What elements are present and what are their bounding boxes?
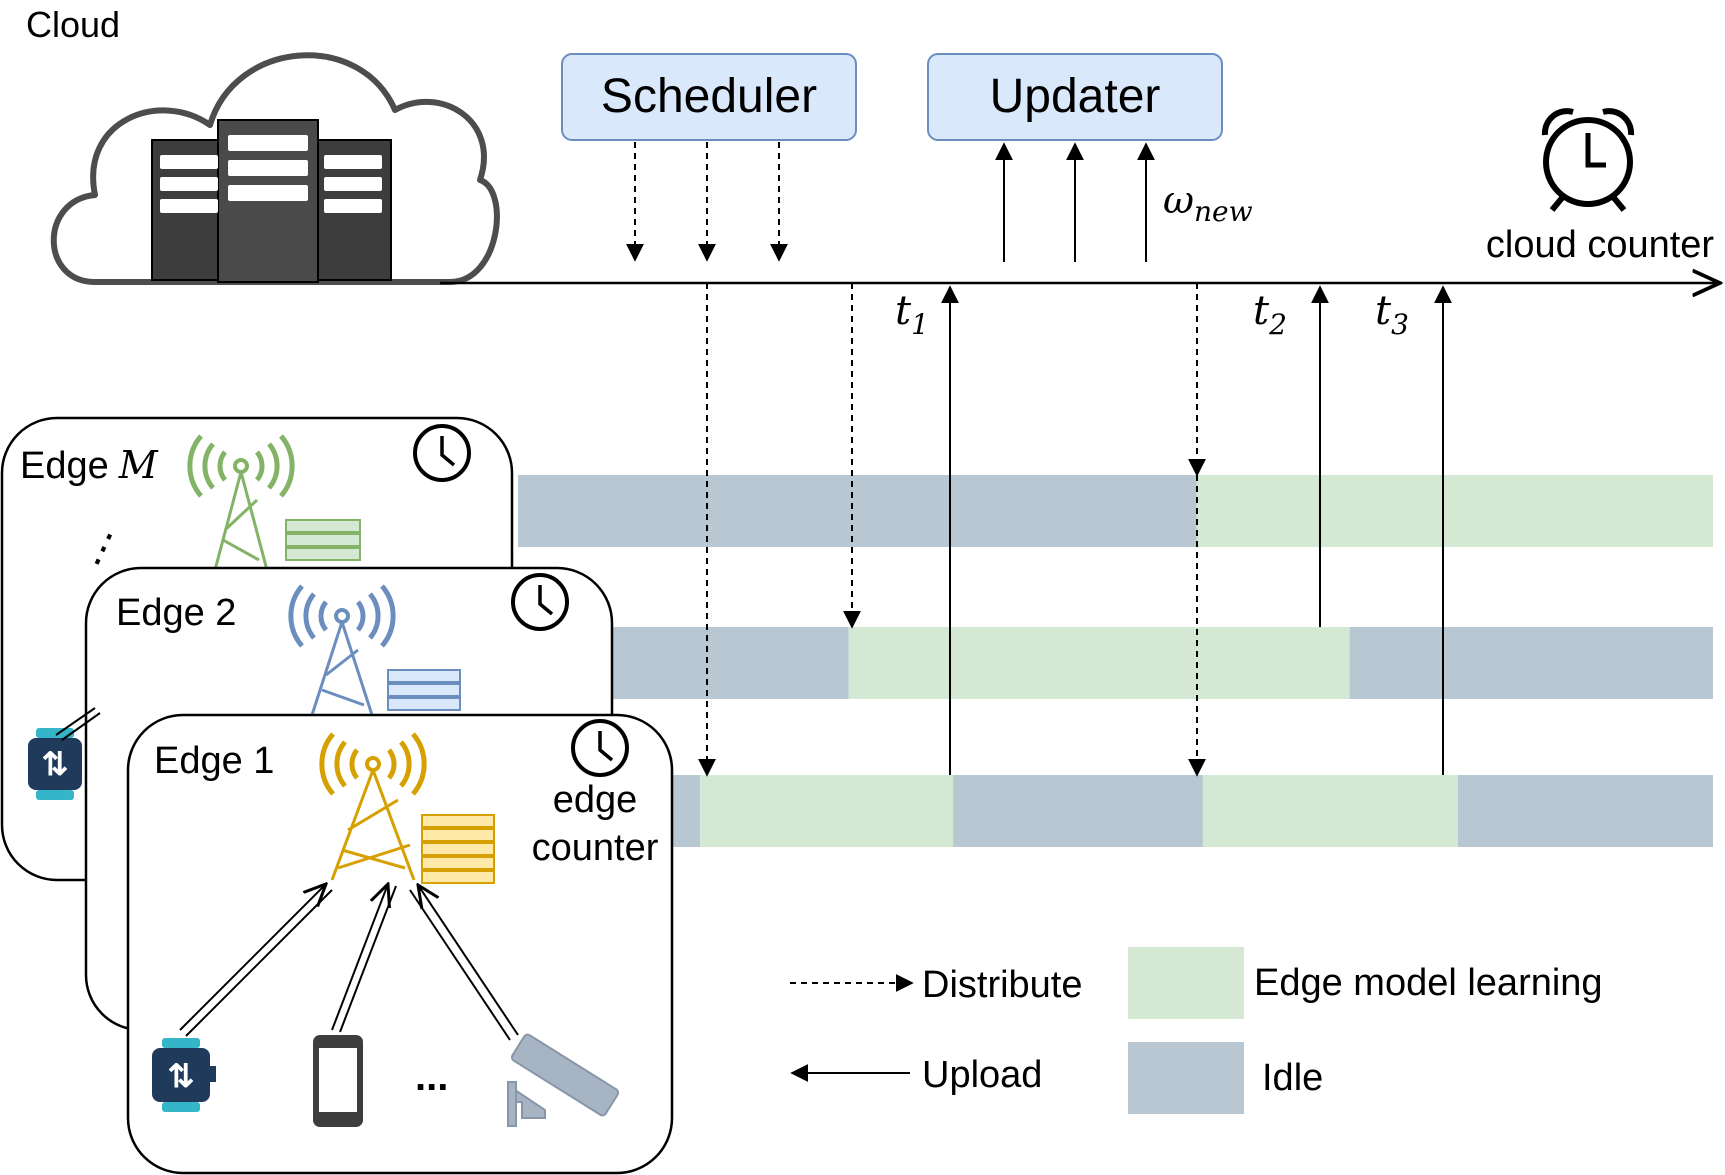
edge-2-tower-icon — [288, 584, 396, 716]
edge-1-server-icon — [421, 814, 495, 884]
lane-3-segment-idle — [1457, 775, 1713, 847]
lane-1-segment-idle — [518, 475, 1197, 547]
edge-m-clock-icon — [413, 424, 471, 482]
lane-1-segment-learning — [1196, 475, 1713, 547]
omega-new-label: ωnew — [1163, 178, 1253, 228]
lane-3-segment-learning — [700, 775, 954, 847]
svg-text:⇅: ⇅ — [168, 1058, 195, 1094]
alarm-clock-icon — [1541, 108, 1635, 212]
lane-2-segment-learning — [848, 627, 1350, 699]
timeline-lanes — [518, 475, 1713, 847]
lane-2-segment-idle — [612, 627, 849, 699]
lane-3-segment-learning — [1202, 775, 1458, 847]
legend-learning-swatch — [1128, 947, 1244, 1019]
edge-counter-label-line1: edge — [553, 779, 638, 821]
server-rack-icon — [151, 119, 392, 283]
upload-arrows — [941, 285, 1452, 775]
cloud-counter-label: cloud counter — [1486, 224, 1714, 266]
svg-text:⇅: ⇅ — [42, 746, 69, 782]
scheduler-label: Scheduler — [601, 70, 817, 123]
distribute-arrows — [698, 283, 1206, 777]
security-camera-icon — [507, 1033, 620, 1127]
lane-2-segment-idle — [1349, 627, 1713, 699]
edge-2-server-icon — [387, 669, 461, 711]
edge-2-label: Edge 2 — [116, 592, 236, 634]
edge-m-server-icon — [285, 519, 361, 561]
scheduler-box: Scheduler — [561, 53, 857, 141]
time-mark-t3: t3 — [1375, 288, 1409, 341]
edge-m-wearable-icon: ⇅ — [28, 728, 82, 800]
legend-learning-label: Edge model learning — [1254, 962, 1603, 1004]
edge-2-clock-icon — [511, 573, 569, 631]
smartwatch-icon: ⇅ — [152, 1038, 216, 1112]
time-mark-t1: t1 — [895, 288, 929, 341]
updater-box: Updater — [927, 53, 1223, 141]
lane-3-segment-idle — [953, 775, 1203, 847]
cloud-label: Cloud — [26, 4, 120, 45]
legend-idle-swatch — [1128, 1042, 1244, 1114]
updater-upload-arrows — [995, 142, 1155, 262]
updater-label: Updater — [990, 70, 1161, 123]
edge-1-clock-icon — [571, 719, 629, 777]
edge-counter-label-line2: counter — [532, 827, 659, 869]
edge-1-device-links — [179, 884, 519, 1041]
edge-m-tower-icon — [187, 434, 295, 571]
legend-upload-label: Upload — [922, 1054, 1042, 1096]
edge-1-label: Edge 1 — [154, 740, 274, 782]
lane-3-segment-idle — [672, 775, 701, 847]
edge-1-tower-icon — [319, 732, 427, 881]
legend-distribute-label: Distribute — [922, 964, 1083, 1006]
smartphone-icon — [313, 1035, 363, 1127]
scheduler-distribute-arrows — [626, 142, 788, 262]
legend: Distribute Upload Edge model learning Id… — [790, 947, 1603, 1114]
edge-1-card: Edge 1 edge counter — [126, 713, 674, 1175]
legend-idle-label: Idle — [1262, 1057, 1323, 1099]
device-ellipsis: ... — [415, 1055, 448, 1099]
time-mark-t2: t2 — [1253, 288, 1287, 341]
